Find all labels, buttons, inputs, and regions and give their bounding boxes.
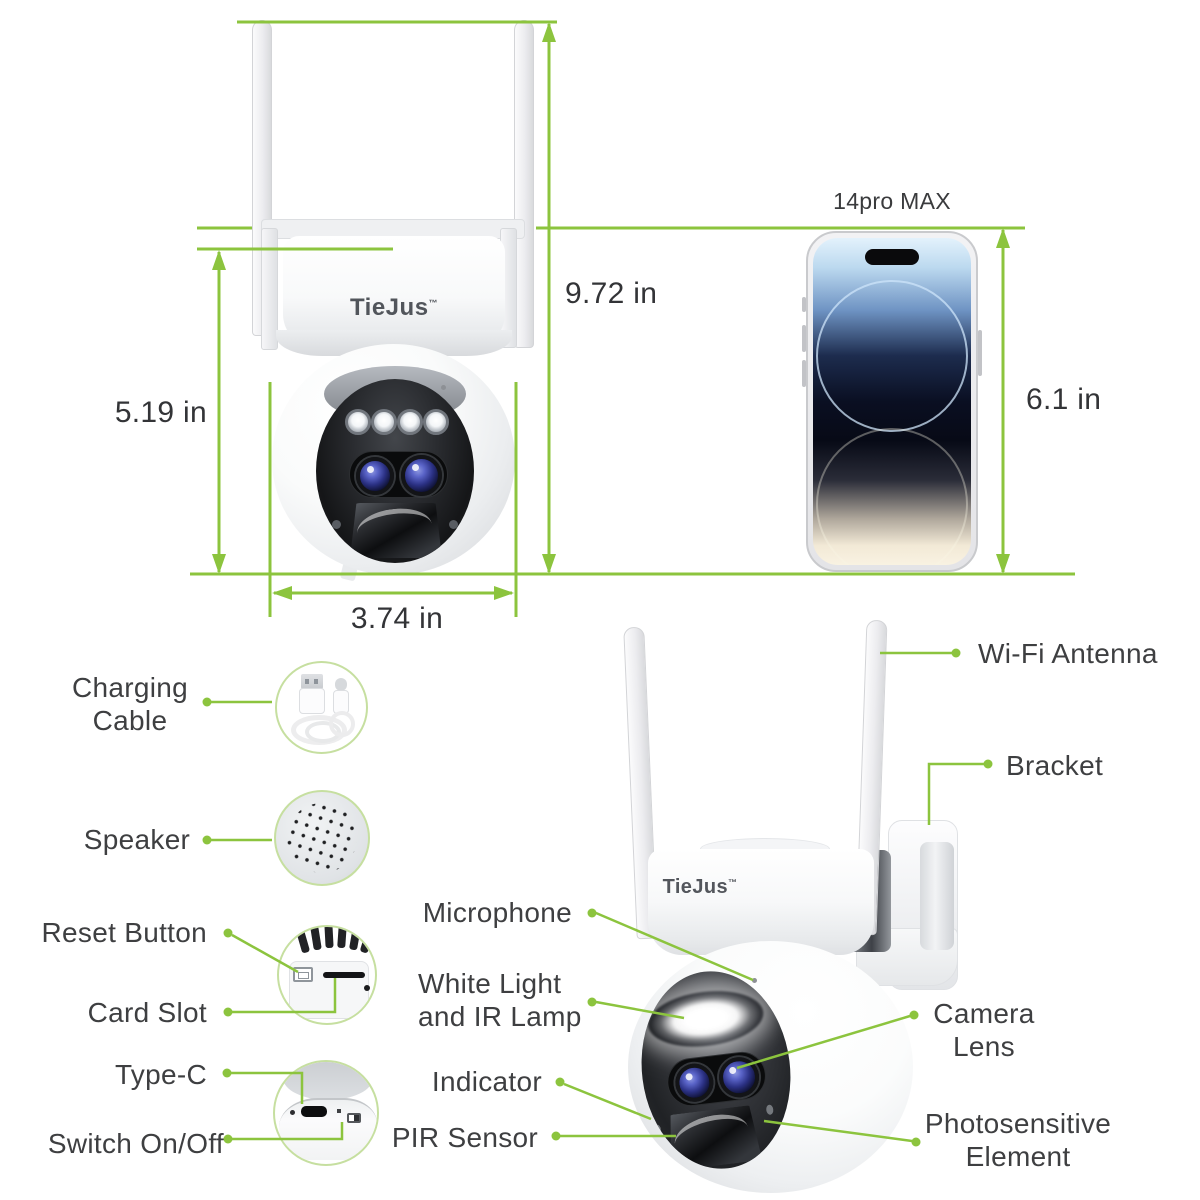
leader-camera-lens	[736, 1014, 911, 1070]
leader-dot	[555, 1077, 565, 1087]
brand-logo-text: TieJus	[349, 294, 429, 321]
card-slot-detail	[323, 972, 365, 978]
leader-dot	[222, 1068, 232, 1078]
type-c-switch-thumbnail	[273, 1060, 379, 1166]
leader-type-c	[231, 1071, 304, 1104]
leader-dot	[909, 1010, 919, 1020]
dimension-total-height-label: 9.72 in	[565, 277, 658, 310]
phone-volume-up-button	[802, 325, 806, 352]
dual-lens-housing	[349, 451, 448, 498]
arrow-down-icon	[212, 554, 226, 574]
reset-card-slot-thumbnail	[277, 925, 377, 1025]
phone-screen	[813, 238, 971, 565]
callout-switch-on-off: Switch On/Off	[47, 1128, 224, 1159]
dimension-body-width-label: 3.74 in	[350, 602, 444, 635]
bracket-arm	[920, 842, 954, 950]
bottom-housing	[279, 1098, 377, 1160]
callout-pir-sensor: PIR Sensor	[391, 1122, 538, 1153]
camera-lens-right	[401, 455, 442, 496]
arrow-up-icon	[212, 250, 226, 270]
leader-dot	[223, 1134, 233, 1144]
callout-camera-lens: Camera Lens	[933, 998, 1035, 1062]
callout-indicator: Indicator	[431, 1066, 542, 1097]
leader-card-slot	[232, 978, 337, 1014]
spotlight-led	[397, 409, 423, 435]
camera-body	[648, 849, 874, 955]
leader-indicator	[563, 1082, 652, 1121]
trademark-mark: ™	[728, 877, 738, 888]
mount-arm-left	[261, 228, 278, 350]
arrow-right-icon	[494, 586, 514, 600]
screw-dot	[332, 520, 341, 529]
callout-type-c: Type-C	[114, 1059, 207, 1090]
speaker-thumbnail	[274, 790, 370, 886]
leader-dot	[223, 1007, 233, 1017]
leader-dot	[202, 835, 212, 845]
pir-sensor-window	[350, 503, 442, 558]
leader-dot	[223, 928, 233, 938]
phone-mute-switch	[802, 297, 806, 312]
leader-dot	[911, 1137, 921, 1147]
leader-photosensitive	[763, 1119, 913, 1143]
callout-charging-cable: Charging Cable	[71, 672, 189, 736]
screw-dot	[449, 520, 458, 529]
usb-c-connector	[335, 678, 347, 691]
callout-wifi-antenna: Wi-Fi Antenna	[978, 638, 1158, 669]
callout-microphone: Microphone	[422, 897, 572, 928]
spotlight-led	[345, 409, 371, 435]
charging-cable-thumbnail	[275, 661, 368, 754]
camera-body	[283, 236, 505, 348]
spotlight-led	[423, 409, 449, 435]
wallpaper-ring-bottom	[816, 428, 968, 565]
type-c-port-detail	[301, 1106, 327, 1117]
callout-photosensitive-element: Photosensitive Element	[924, 1108, 1112, 1172]
dimension-body-height-label: 5.19 in	[114, 396, 207, 429]
leader-switch	[232, 1122, 344, 1141]
brand-logo-text: TieJus	[662, 876, 728, 898]
callout-bracket: Bracket	[1006, 750, 1104, 781]
leader-dot	[551, 1131, 561, 1141]
callout-speaker: Speaker	[83, 824, 191, 855]
leader-bracket	[927, 762, 984, 825]
arrow-up-icon	[996, 228, 1010, 248]
leader-dot	[587, 997, 597, 1007]
brand-logo: TieJus™	[318, 294, 470, 322]
leader-dot	[587, 908, 597, 918]
power-switch-detail	[347, 1113, 361, 1123]
sphere-bottom	[283, 1062, 373, 1100]
cable-coil	[329, 711, 355, 737]
microphone-hole	[441, 385, 446, 390]
arrow-left-icon	[272, 586, 292, 600]
spotlight-led	[371, 409, 397, 435]
dimension-phone-height-label: 6.1 in	[1026, 383, 1102, 416]
arrow-down-icon	[542, 554, 556, 574]
leader-reset-button	[231, 933, 299, 974]
phone-volume-down-button	[802, 360, 806, 387]
phone-power-button	[978, 330, 982, 376]
dynamic-island	[865, 249, 919, 265]
callout-card-slot: Card Slot	[87, 997, 207, 1028]
camera-face	[316, 379, 474, 563]
camera-lens-left	[356, 457, 394, 495]
leader-white-light	[595, 1000, 685, 1020]
arrow-up-icon	[542, 22, 556, 42]
brand-logo: TieJus™	[640, 876, 760, 899]
phone-illustration	[806, 231, 978, 572]
callout-reset-button: Reset Button	[41, 917, 207, 948]
usb-a-connector	[301, 674, 323, 689]
leader-dot	[951, 648, 961, 658]
arrow-down-icon	[996, 554, 1010, 574]
trademark-mark: ™	[428, 298, 439, 308]
callout-white-light-ir: White Light and IR Lamp	[418, 968, 582, 1032]
phone-model-label: 14pro MAX	[833, 188, 951, 214]
microphone-hole	[752, 978, 757, 983]
leader-dot	[983, 759, 993, 769]
leader-microphone	[595, 911, 754, 982]
leader-dot	[202, 697, 212, 707]
